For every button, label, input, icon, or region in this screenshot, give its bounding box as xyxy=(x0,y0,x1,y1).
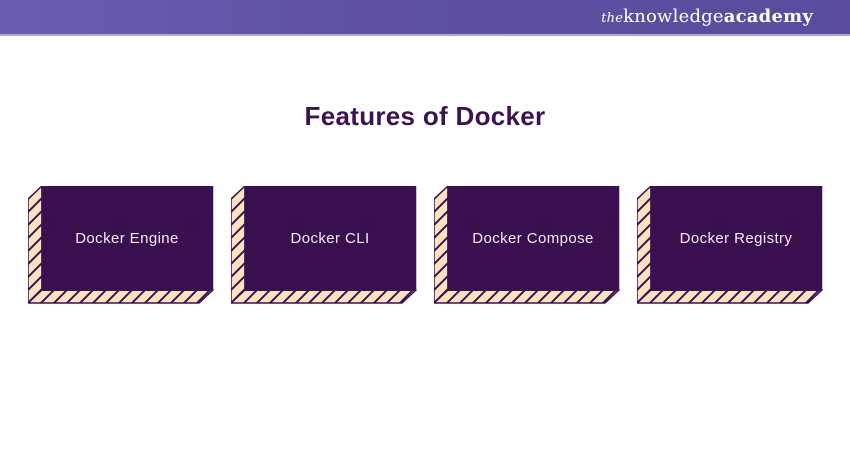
feature-card-docker-cli: Docker CLI xyxy=(230,186,417,304)
header-bar: theknowledgeacademy xyxy=(0,0,850,36)
feature-card-docker-engine: Docker Engine xyxy=(27,186,214,304)
card-label: Docker Registry xyxy=(679,230,792,247)
card-label: Docker Engine xyxy=(75,230,179,247)
feature-card-docker-registry: Docker Registry xyxy=(636,186,823,304)
page-title: Features of Docker xyxy=(304,101,546,131)
card-label: Docker Compose xyxy=(472,230,593,247)
logo-word-knowledge: knowledge xyxy=(623,6,724,27)
feature-cards-row: Docker Engine Docker CLI Docker Compose xyxy=(0,186,850,304)
logo-word-academy: academy xyxy=(723,6,813,27)
brand-logo: theknowledgeacademy xyxy=(601,8,813,26)
card-label: Docker CLI xyxy=(290,230,369,247)
feature-card-docker-compose: Docker Compose xyxy=(433,186,620,304)
card-3d-box: Docker Registry xyxy=(636,186,823,304)
logo-prefix: the xyxy=(601,11,624,26)
card-3d-box: Docker CLI xyxy=(230,186,417,304)
card-3d-box: Docker Engine xyxy=(27,186,214,304)
card-3d-box: Docker Compose xyxy=(433,186,620,304)
